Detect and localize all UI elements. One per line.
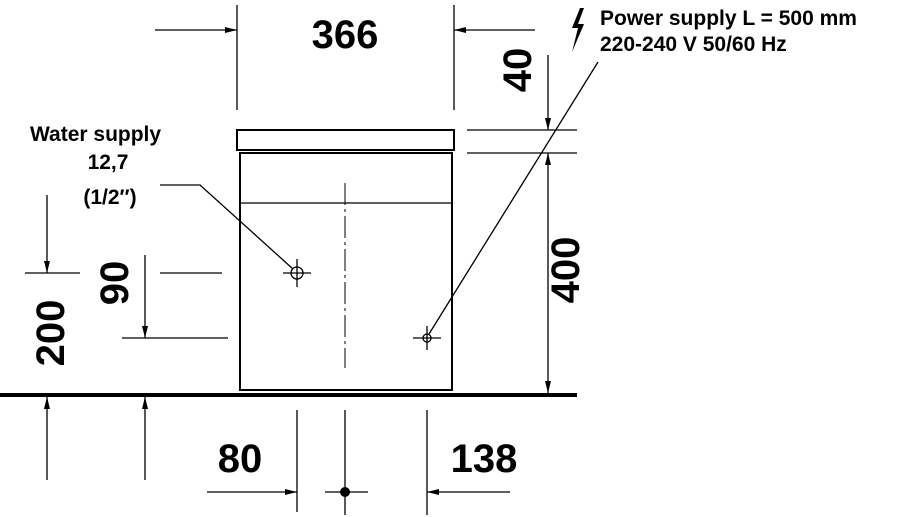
body xyxy=(239,152,453,391)
dimension-138: 138 xyxy=(451,437,518,481)
dimension-width xyxy=(155,5,535,110)
power-supply-line2: 220-240 V 50/60 Hz xyxy=(600,33,787,56)
dimension-offsets xyxy=(207,410,510,515)
lid xyxy=(236,129,455,151)
dimension-80: 80 xyxy=(218,437,263,481)
dimension-power-height xyxy=(122,255,228,480)
dimension-90: 90 xyxy=(93,261,137,306)
power-supply-connection xyxy=(413,61,599,350)
fixture xyxy=(236,129,455,391)
water-supply-size-mm: 12,7 xyxy=(88,151,129,174)
water-supply-size-inch: (1/2″) xyxy=(83,186,136,209)
dimension-height xyxy=(467,55,577,393)
dimension-water-height xyxy=(25,195,222,480)
water-supply-label: Water supply xyxy=(30,123,161,146)
water-supply-connection xyxy=(160,184,311,287)
dimension-400: 400 xyxy=(544,237,588,304)
power-supply-line1: Power supply L = 500 mm xyxy=(600,7,857,30)
lightning-icon xyxy=(572,8,584,52)
dimension-200: 200 xyxy=(29,300,73,367)
dimension-366: 366 xyxy=(312,13,379,57)
dimension-40: 40 xyxy=(496,48,540,93)
